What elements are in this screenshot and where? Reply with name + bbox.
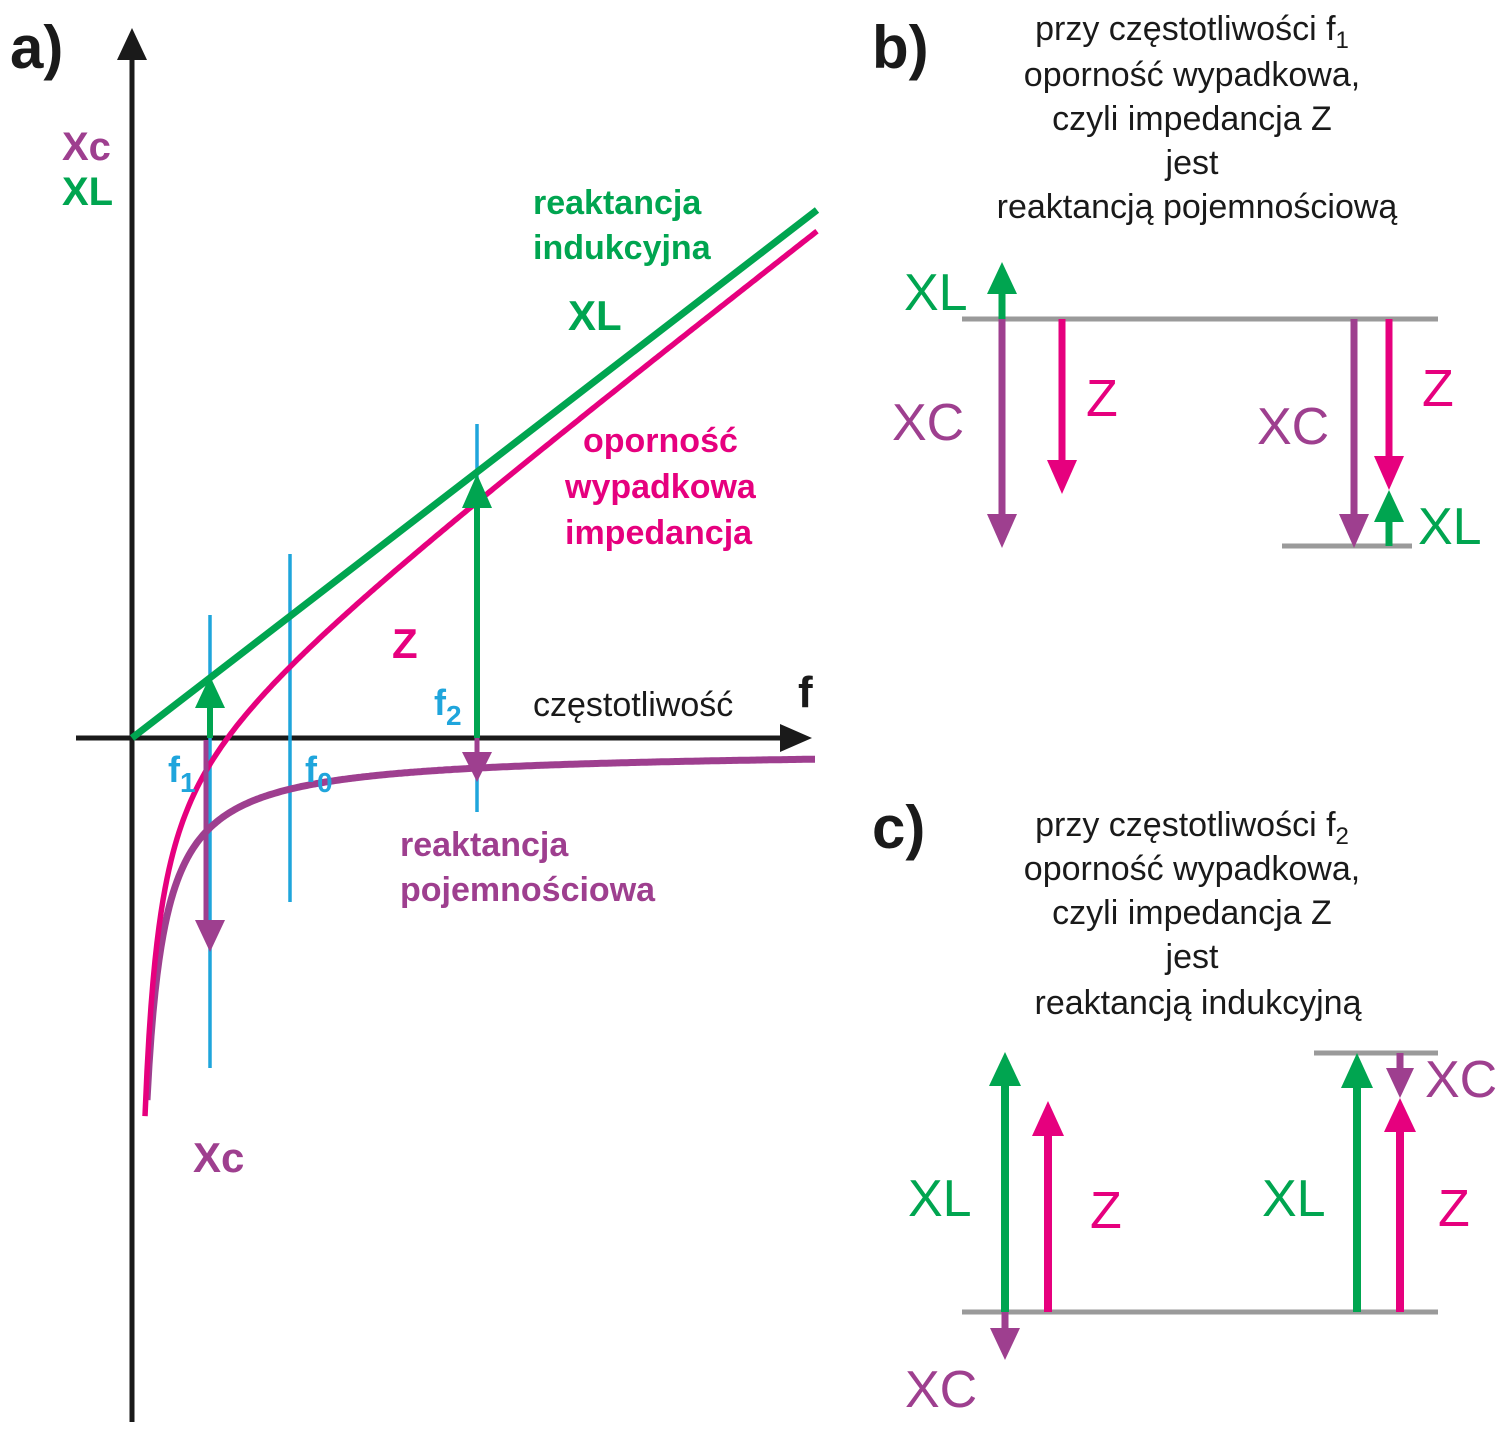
z-symbol: Z — [392, 620, 418, 667]
f2-label: f2 — [434, 682, 462, 731]
z-caption-line1: oporność — [583, 422, 738, 460]
panel-c-xl-arrowhead — [989, 1052, 1021, 1086]
x-axis-symbol: f — [798, 668, 813, 717]
panel-c-z-label-left: Z — [1090, 1182, 1122, 1240]
panel-c-text-line4: jest — [1165, 938, 1219, 976]
panel-c-right-xl-arrowhead — [1341, 1053, 1373, 1088]
panel-b-right-z-arrowhead — [1374, 456, 1404, 490]
panel-b-z-arrowhead — [1047, 460, 1077, 494]
panel-b-z-label-left: Z — [1086, 370, 1118, 428]
f2-xc-arrowhead — [462, 752, 492, 782]
panel-b-right-xc-arrowhead — [1339, 514, 1369, 548]
f1-xc-arrowhead — [195, 920, 225, 952]
x-axis-word: częstotliwość — [533, 686, 733, 724]
panel-c-xc-arrowhead — [990, 1328, 1020, 1360]
panel-c-right-xc-arrowhead — [1386, 1068, 1414, 1098]
y-axis-arrowhead — [117, 28, 147, 60]
panel-b-xc-label-right: XC — [1257, 398, 1329, 456]
x-axis-arrowhead — [780, 724, 812, 752]
panel-b-text-line4: jest — [1165, 144, 1219, 182]
panel-a-label: a) — [10, 14, 63, 81]
xl-caption-line2: indukcyjna — [533, 229, 712, 267]
panel-c-text-line2: oporność wypadkowa, — [1024, 850, 1360, 888]
panel-b-xl-label-right: XL — [1418, 498, 1482, 556]
panel-c-right-z-arrowhead — [1384, 1098, 1416, 1132]
panel-b-text-line5: reaktancją pojemnościową — [997, 188, 1398, 226]
xl-caption-line1: reaktancja — [533, 184, 702, 222]
panel-c-xl-label-left: XL — [908, 1170, 972, 1228]
panel-c-text-line1: przy częstotliwości f2 — [1035, 806, 1349, 850]
panel-c-text-line3: czyli impedancja Z — [1052, 894, 1332, 932]
panel-b-right-xl-arrowhead — [1374, 490, 1404, 522]
panel-b-text-line1: przy częstotliwości f1 — [1035, 10, 1349, 54]
panel-b-text-line3: czyli impedancja Z — [1052, 100, 1332, 138]
panel-c-xc-label-bottom: XC — [905, 1361, 977, 1419]
panel-c: c) przy częstotliwości f2 oporność wypad… — [872, 794, 1497, 1419]
xc-symbol: Xc — [193, 1134, 244, 1181]
xc-caption-line2: pojemnościowa — [400, 871, 656, 909]
panel-c-text-line5: reaktancją indukcyjną — [1035, 984, 1362, 1022]
y-axis-label-xl: XL — [62, 170, 113, 214]
f2-xl-arrowhead — [462, 474, 492, 508]
panel-b: b) przy częstotliwości f1 oporność wypad… — [872, 10, 1482, 556]
panel-c-label: c) — [872, 794, 925, 861]
f0-label: f0 — [305, 749, 333, 798]
f1-xl-arrowhead — [195, 676, 225, 708]
panel-b-xl-arrowhead — [987, 262, 1017, 294]
panel-c-z-arrowhead — [1032, 1101, 1064, 1136]
panel-b-label: b) — [872, 14, 929, 81]
panel-b-xc-arrowhead — [987, 514, 1017, 548]
panel-a: a) Xc XL częstotliwość f f1 f0 f2 — [10, 14, 820, 1422]
z-caption-line3: impedancja — [565, 514, 753, 552]
panel-b-text-line2: oporność wypadkowa, — [1024, 56, 1360, 94]
xc-curve — [143, 755, 815, 1101]
panel-b-xc-label-left: XC — [892, 394, 964, 452]
xl-line — [129, 207, 820, 741]
panel-b-z-label-right: Z — [1422, 360, 1454, 418]
f1-label: f1 — [168, 749, 196, 798]
panel-c-z-label-right: Z — [1438, 1180, 1470, 1238]
panel-b-xl-label: XL — [904, 264, 968, 322]
z-curve — [142, 229, 819, 1117]
panel-c-xl-label-right: XL — [1262, 1170, 1326, 1228]
y-axis-label-xc: Xc — [62, 125, 111, 169]
xl-symbol: XL — [568, 292, 622, 339]
xc-caption-line1: reaktancja — [400, 826, 569, 864]
panel-c-xc-label-right: XC — [1425, 1051, 1497, 1109]
z-caption-line2: wypadkowa — [564, 468, 757, 506]
